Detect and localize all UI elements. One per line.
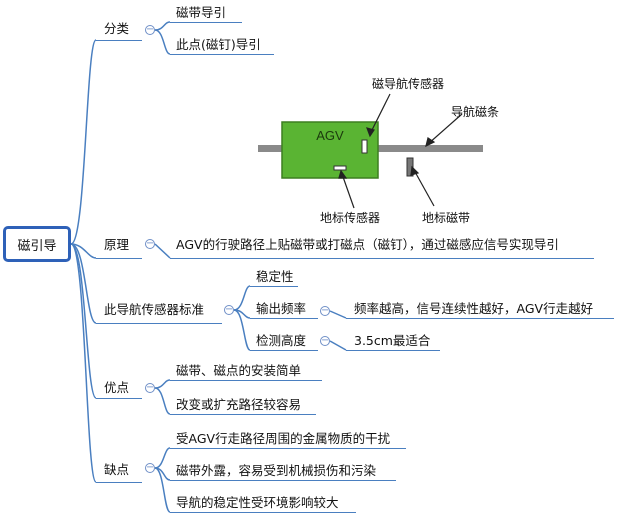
height-detail: 3.5cm最适合 [354,333,431,348]
collapse-disadvantages-icon[interactable]: − [145,462,155,473]
disadvantage-item-2: 磁带外露，容易受到机械损伤和污染 [176,463,377,478]
branch-classification-underline [96,40,142,41]
standard-item-height: 检测高度 [256,333,307,348]
branch-disadvantages-label: 缺点 [104,462,130,477]
collapse-height-icon[interactable]: − [320,335,330,346]
branch-disadvantages-underline [96,482,142,483]
branch-standard-underline [96,323,222,324]
ground-tape-label: 地标磁带 [422,210,470,225]
standard-item-height-underline [250,350,318,351]
disadvantage-item-1-underline [170,448,406,449]
root-node[interactable]: 磁引导 [3,226,71,262]
principle-text: AGV的行驶路径上贴磁带或打磁点（磁钉），通过磁感应信号实现导引 [176,237,559,252]
frequency-detail: 频率越高，信号连续性越好，AGV行走越好 [354,301,594,316]
advantage-item-2: 改变或扩充路径较容易 [176,397,302,412]
standard-item-stability: 稳定性 [256,269,294,284]
ground-tape [406,157,414,177]
disadvantage-item-3: 导航的稳定性受环境影响较大 [176,495,339,510]
branch-classification-label: 分类 [104,21,130,36]
disadvantage-item-1: 受AGV行走路径周围的金属物质的干扰 [176,431,391,446]
frequency-detail-underline [346,318,614,319]
classification-item-1: 磁带导引 [176,5,227,20]
classification-item-2-underline [170,54,274,55]
classification-item-1-underline [170,22,242,23]
collapse-frequency-icon[interactable]: − [320,305,330,316]
branch-advantages-label: 优点 [104,380,130,395]
height-detail-underline [346,350,440,351]
branch-advantages-underline [96,398,142,399]
standard-item-frequency: 输出频率 [256,301,307,316]
magnetic-guidance-figure: AGV 磁导航传感器 导航磁条 地标传感器 地标磁带 [258,76,499,225]
branch-standard-label: 此导航传感器标准 [104,302,205,317]
disadvantage-item-3-underline [170,512,356,513]
nav-sensor [361,139,368,154]
standard-item-stability-underline [250,286,298,287]
disadvantage-item-2-underline [170,480,396,481]
ground-sensor [333,165,347,171]
root-label: 磁引导 [17,238,57,254]
branch-principle-underline [96,258,142,259]
ground-sensor-label: 地标传感器 [320,210,380,225]
classification-item-2: 此点(磁钉)导引 [176,37,261,52]
branch-principle-label: 原理 [104,237,130,252]
standard-item-frequency-underline [250,318,318,319]
collapse-classification-icon[interactable]: − [145,24,155,35]
collapse-standard-icon[interactable]: − [224,304,234,315]
collapse-advantages-icon[interactable]: − [145,382,155,393]
strip-label: 导航磁条 [451,104,499,119]
agv-label: AGV [316,128,344,143]
nav-sensor-label: 磁导航传感器 [372,76,444,91]
advantage-item-2-underline [170,414,316,415]
advantage-item-1-underline [170,380,322,381]
principle-text-underline [170,258,594,259]
advantage-item-1: 磁带、磁点的安装简单 [176,363,302,378]
collapse-principle-icon[interactable]: − [145,238,155,249]
